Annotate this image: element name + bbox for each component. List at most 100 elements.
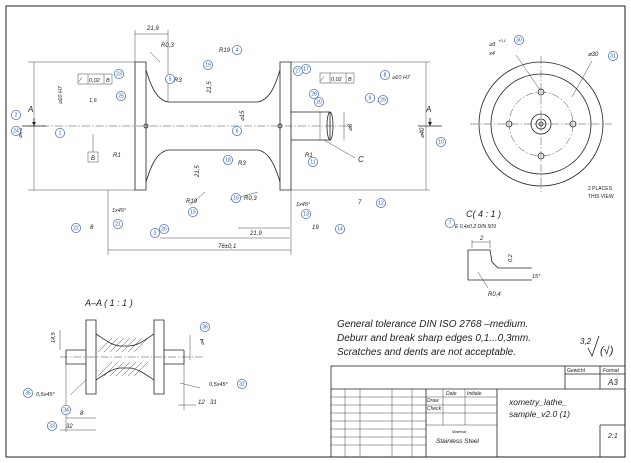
dim-d40-left: ⌀40 (18, 127, 24, 138)
dim-d15: ⌀15 (240, 110, 246, 121)
general-notes: General tolerance DIN ISO 2768 –medium. … (337, 319, 531, 358)
balloon-20: 20 (313, 97, 324, 108)
svg-text:18: 18 (225, 157, 231, 163)
balloon-35: 35 (22, 387, 33, 398)
svg-text:6: 6 (236, 128, 239, 134)
surface-finish-symbol: 3,2 (√) (580, 335, 614, 358)
svg-text:2: 2 (15, 112, 18, 118)
svg-text:7: 7 (449, 220, 452, 226)
detail-c-title: C( 4 : 1 ) (466, 209, 501, 219)
tb-material-value: Stainless Steel (436, 438, 480, 445)
detail-c-d02: 0,2 (508, 254, 514, 262)
balloon-layer: 1234567891011121314151617181920212223242… (10, 35, 619, 431)
svg-text:28: 28 (311, 91, 317, 97)
svg-text:32: 32 (239, 381, 245, 387)
svg-text:30: 30 (516, 37, 522, 43)
dim-d8-bore: ⌀8 (348, 123, 354, 131)
dim-7: 7 (358, 200, 362, 206)
end-view: ⌀3 +0,1 x4 ⌀30 2 PLACES THIS VIEW (470, 38, 614, 200)
title-block: Gewicht Format A3 Date Initiale Draw Che… (330, 365, 626, 458)
svg-text:10: 10 (438, 139, 444, 145)
detail-c-r04: R0,4 (488, 292, 501, 298)
roughness-left: 1,6 (89, 98, 98, 104)
dim-chamfer-right: 1x45° (296, 202, 311, 208)
svg-text:8: 8 (384, 72, 387, 78)
svg-text:⁄: ⁄ (78, 78, 83, 84)
balloon-15: 15 (187, 206, 198, 217)
balloon-11: 11 (307, 156, 318, 167)
balloon-22: 22 (71, 222, 82, 233)
tb-draw-label: Draw (427, 398, 439, 404)
dim-r19-lower: R19 (186, 199, 198, 205)
balloon-2: 2 (10, 110, 21, 121)
balloon-3: 3 (149, 227, 160, 238)
svg-text:14: 14 (337, 226, 343, 232)
dim-r1-right: R1 (305, 153, 313, 159)
balloon-9: 9 (364, 93, 375, 104)
balloon-18: 18 (222, 154, 233, 165)
section-chamfer-right: 0,5x45° (209, 382, 229, 388)
dim-21-9-top: 21,9 (146, 26, 159, 32)
balloon-26: 26 (158, 223, 169, 234)
svg-text:12: 12 (378, 200, 384, 206)
dim-r1-left: R1 (113, 153, 121, 159)
tb-material-label: Material (452, 429, 466, 434)
svg-text:0,02: 0,02 (331, 77, 342, 83)
balloon-32: 32 (236, 378, 247, 389)
balloon-23: 23 (114, 69, 125, 80)
tb-scale: 2:1 (607, 433, 618, 440)
balloon-6: 6 (231, 126, 242, 137)
detail-c-view: C( 4 : 1 ) E 0,4x0,2 DIN 509 2 0,2 15° R… (455, 209, 541, 298)
balloon-12: 12 (375, 197, 386, 208)
dim-d10h7-left: ⌀10 H7 (58, 85, 64, 104)
balloon-4: 4 (231, 45, 242, 56)
svg-text:19: 19 (205, 62, 211, 68)
end-view-note-1: 2 PLACES (588, 186, 613, 192)
svg-text:27: 27 (295, 68, 301, 74)
section-d12-right: 12 (198, 400, 205, 406)
flatness-frame-right: ⁄ 0,02 B (319, 72, 355, 84)
end-view-note-2: THIS VIEW (588, 194, 614, 200)
tb-title-line2: sample_v2.0 (1) (509, 409, 570, 419)
balloon-14: 14 (334, 223, 345, 234)
svg-text:36: 36 (202, 324, 208, 330)
dim-r03-top: R0,3 (161, 43, 174, 49)
svg-text:20: 20 (316, 99, 322, 105)
section-a-right: A (425, 105, 431, 114)
balloon-27: 27 (292, 66, 303, 77)
tb-format-value: A3 (607, 378, 618, 387)
datum-b: B (87, 134, 99, 163)
dim-21-5-upper: 21,5 (207, 81, 213, 94)
balloon-33: 33 (47, 420, 58, 431)
svg-text:1: 1 (59, 130, 62, 136)
end-view-holes-count: x4 (488, 51, 495, 57)
balloon-36: 36 (199, 321, 210, 332)
dim-r3-upper: R3 (174, 78, 182, 84)
dim-d10h7-right: ⌀10 H7 (392, 75, 411, 81)
tb-format-label: Format (603, 368, 619, 374)
balloon-19: 19 (202, 60, 213, 71)
svg-text:33: 33 (49, 423, 55, 429)
svg-text:25: 25 (118, 93, 124, 99)
tb-check-label: Check (427, 406, 442, 412)
sheet-border (5, 5, 626, 458)
svg-text:15: 15 (190, 209, 196, 215)
section-a-a-view: A–A ( 1 : 1 ) (36, 298, 229, 432)
dim-21-9-bottom: 21,9 (249, 231, 262, 237)
section-a-left: A (27, 105, 33, 114)
dim-r3-lower: R3 (238, 161, 246, 167)
section-d4: ⌀4 (200, 339, 206, 345)
balloon-1: 1 (55, 127, 66, 138)
svg-text:3,2: 3,2 (580, 337, 592, 346)
svg-text:24: 24 (13, 128, 19, 134)
balloon-8: 8 (379, 70, 390, 81)
dim-chamfer-left: 1x45° (112, 208, 127, 214)
svg-text:16: 16 (233, 195, 239, 201)
balloon-30: 30 (514, 35, 525, 46)
balloon-29: 29 (377, 95, 388, 106)
balloon-28: 28 (308, 89, 319, 100)
dim-8-left: 8 (90, 225, 94, 231)
dim-r19: R19 (219, 48, 231, 54)
tb-initials-label: Initiale (467, 391, 482, 397)
svg-text:B: B (91, 156, 95, 162)
